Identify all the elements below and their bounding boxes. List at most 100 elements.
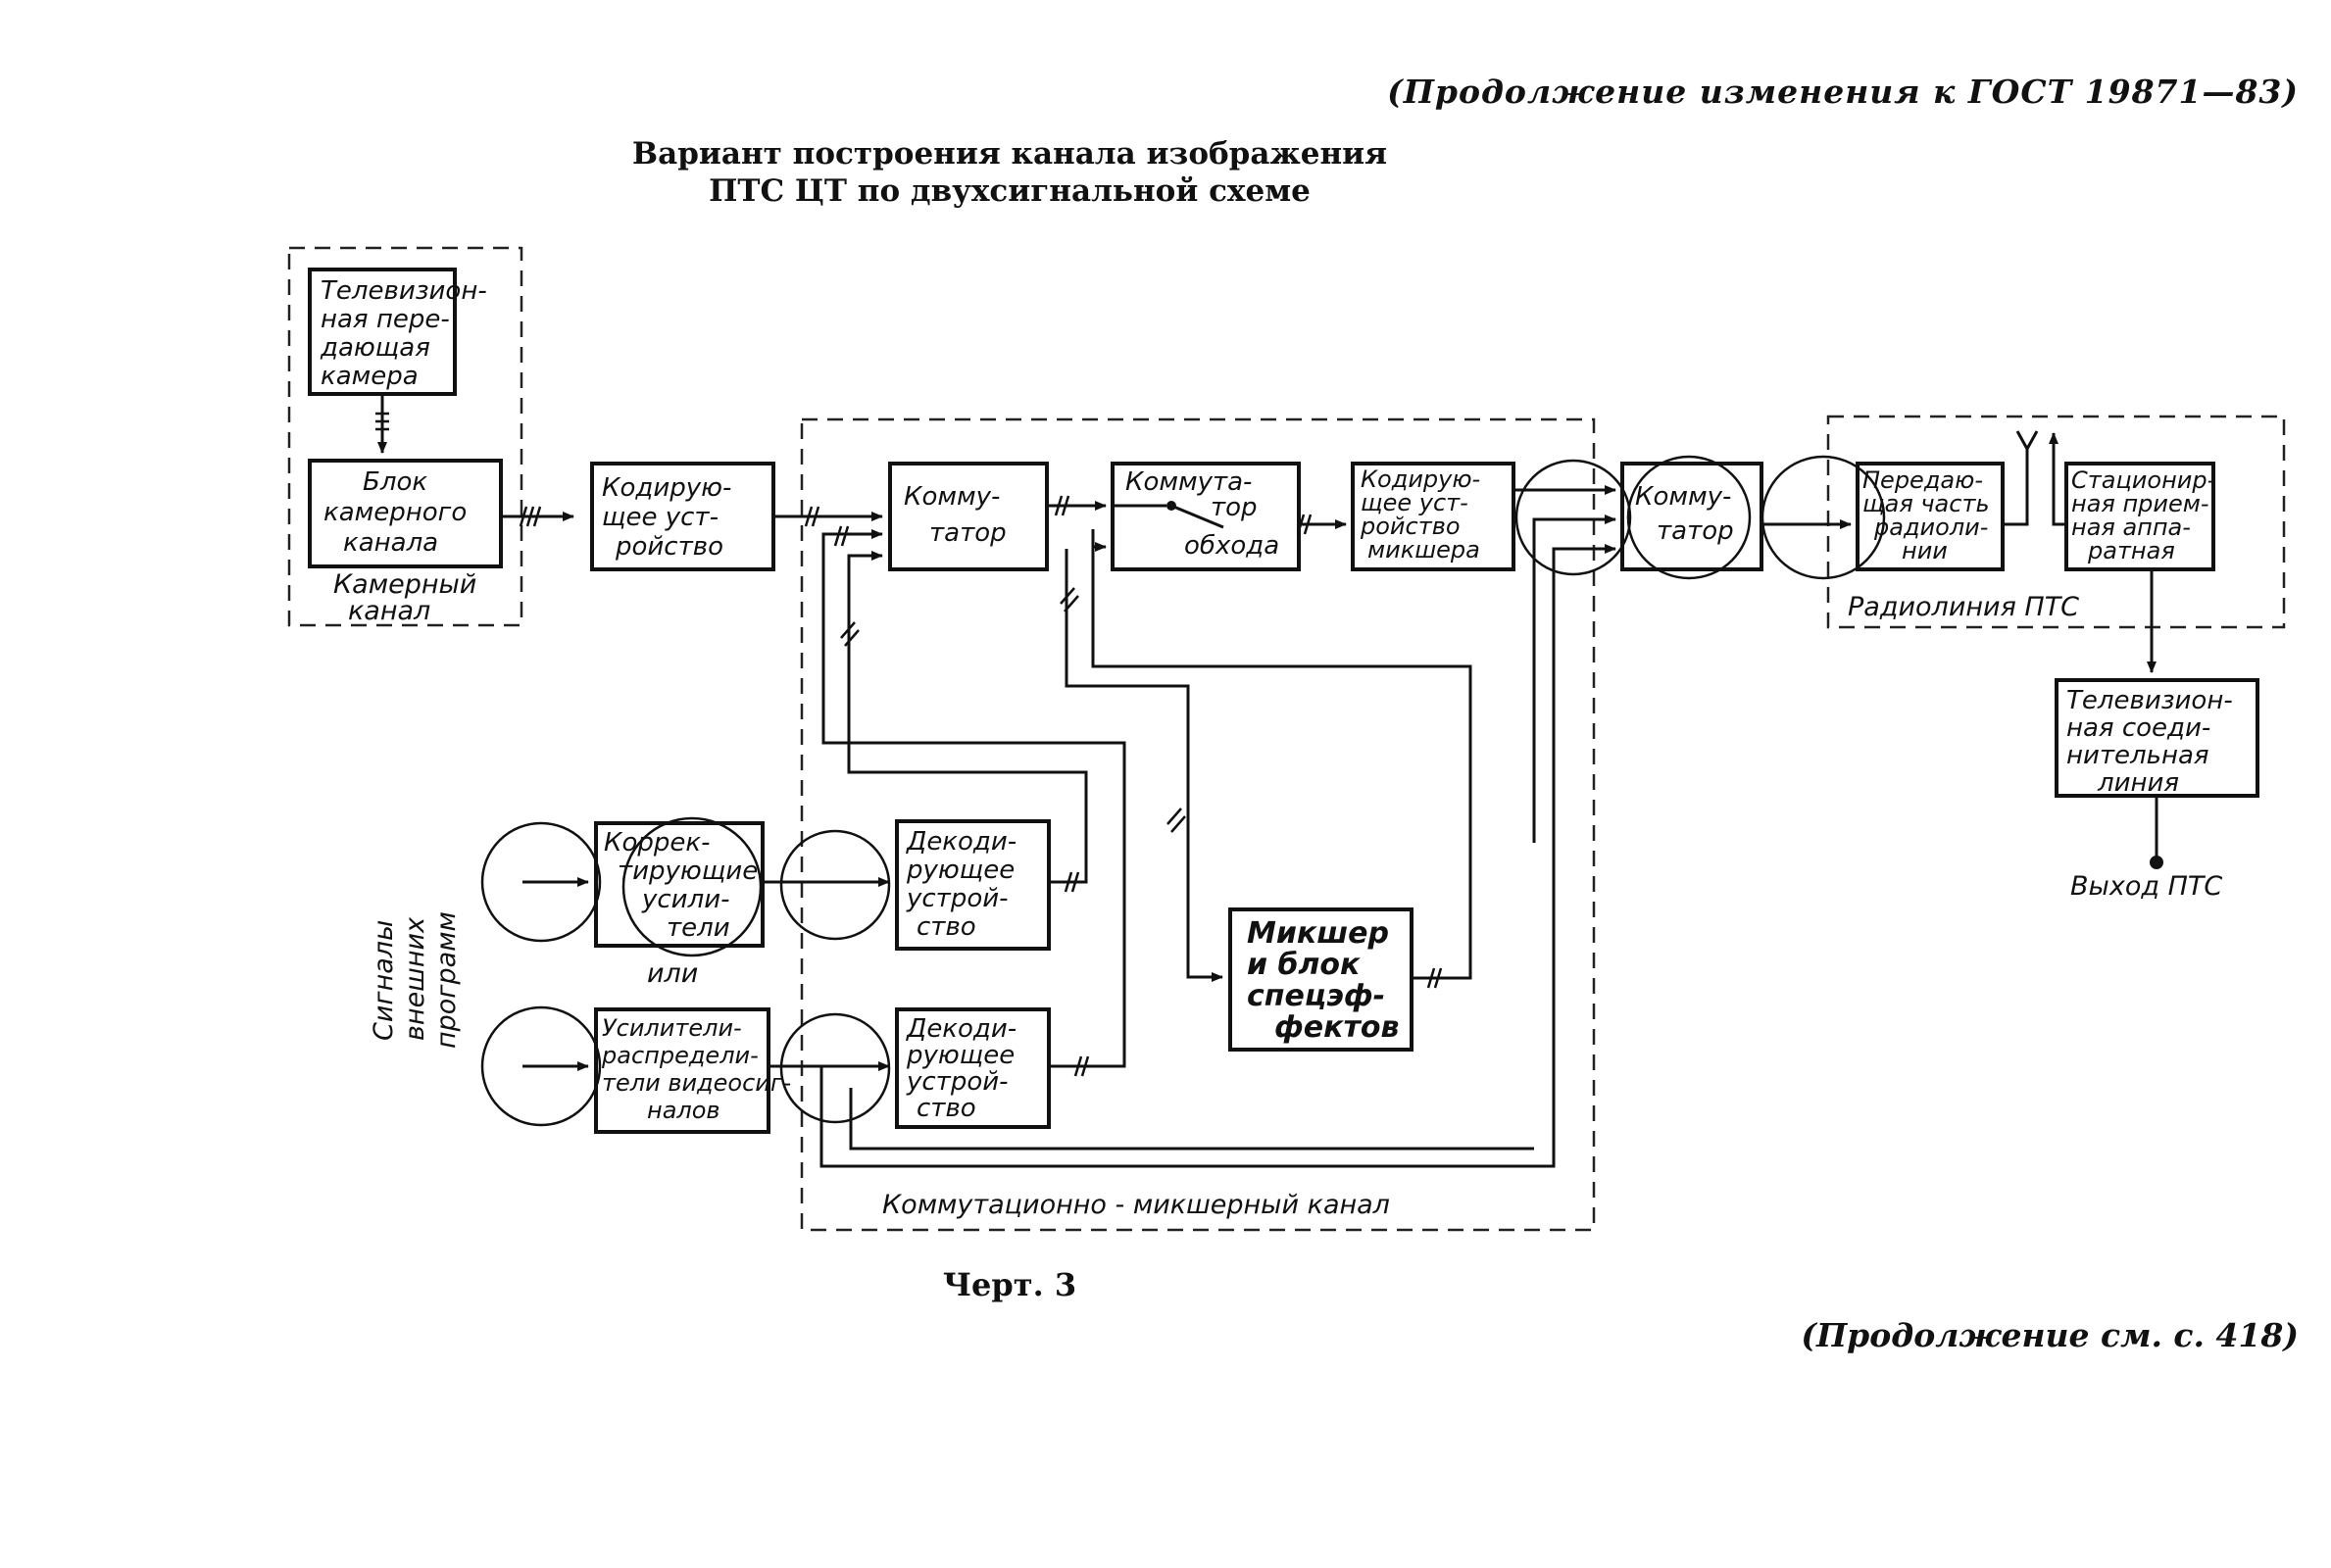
- mixer-line-4: фектов: [1274, 1010, 1399, 1045]
- dist-amp-line-4: налов: [647, 1097, 720, 1124]
- ext-signals-label: Сигналы внешних программ: [369, 911, 462, 1049]
- ext-signals-label-1: Сигналы: [369, 920, 399, 1041]
- mixer-line-1: Микшер: [1247, 916, 1389, 951]
- tie-line-line-1: Телевизион-: [2066, 686, 2233, 715]
- receiver-block: Стационир- ная прием- ная аппа- ратная: [2064, 462, 2215, 571]
- decoder-2-to-switcher-line: [821, 529, 1126, 1068]
- switcher-block-line-1: Комму-: [904, 482, 1000, 512]
- tx-antenna: [2015, 430, 2039, 453]
- or-label: или: [647, 958, 698, 989]
- connector-circle-mixer-out: [1514, 459, 1632, 576]
- mixer-block: Микшер и блок спецэф- фектов: [1228, 907, 1413, 1052]
- bypass-block-line-2: тор: [1211, 493, 1258, 522]
- tx-to-antenna-line: [2003, 449, 2029, 526]
- ext-signals-label-2: внешних: [400, 916, 430, 1041]
- tie-line-block: Телевизион- ная соеди- нительная линия: [2055, 678, 2259, 798]
- line-count-marks: [375, 412, 1443, 1077]
- distribution-amplifiers-block: Усилители- распредели- тели видеосиг- на…: [594, 1007, 791, 1134]
- tie-line-line-3: нительная: [2066, 741, 2209, 770]
- ccu-block-line-1: Блок: [363, 467, 427, 497]
- receiver-line-4: ратная: [2087, 537, 2175, 564]
- connector-circle-switcher: [1626, 455, 1752, 580]
- diagram-title-line-1: Вариант построения канала изображения: [631, 136, 1388, 172]
- switcher-to-mixer-line: [1065, 549, 1223, 982]
- connector-circle-decoder-2: [779, 1012, 891, 1124]
- rx-antenna-line: [2049, 432, 2066, 526]
- page-footer: (Продолжение см. с. 418): [1801, 1316, 2299, 1354]
- encoder-block-line-2: щее уст-: [602, 503, 719, 532]
- decoder-1-line-1: Декоди-: [906, 827, 1017, 857]
- ext-signal-circle-1: [480, 821, 602, 943]
- switcher-block-line-2: татор: [929, 518, 1007, 548]
- tie-line-line-2: ная соеди-: [2066, 713, 2210, 743]
- encoder-block-line-1: Кодирую-: [602, 473, 731, 503]
- mixer-encoder-line-2: щее уст-: [1361, 489, 1468, 516]
- decoder-2-line-2: рующее: [906, 1041, 1015, 1070]
- decoder-1-line-2: рующее: [906, 856, 1015, 885]
- page-header: (Продолжение изменения к ГОСТ 19871—83): [1387, 73, 2299, 111]
- camera-block-line-4: камера: [321, 362, 419, 391]
- camera-block-line-3: дающая: [320, 333, 430, 363]
- camera-channel-label-1: Камерный: [333, 569, 476, 600]
- receiver-line-3: ная аппа-: [2071, 514, 2191, 541]
- ext-signals-label-3: программ: [431, 911, 462, 1049]
- bypass-block-line-3: обхода: [1184, 531, 1279, 561]
- receiver-line-1: Стационир-: [2071, 466, 2215, 494]
- ccu-block-line-3: канала: [343, 528, 438, 558]
- ccu-block: Блок камерного канала: [308, 459, 503, 568]
- corr-amp-line-2: тирующие: [618, 857, 758, 886]
- decoder-2-line-1: Декоди-: [906, 1014, 1017, 1044]
- decoder-1-line-3: устрой-: [906, 884, 1009, 913]
- output-terminal: [2150, 856, 2163, 869]
- decoder-1-to-switcher-line: [847, 551, 1088, 884]
- mixer-to-bypass-line: [1091, 542, 1472, 980]
- output-switcher-block: Комму- татор: [1620, 462, 1763, 571]
- radio-link-frame: [1826, 415, 2286, 629]
- connector-circle-tx: [1761, 455, 1886, 580]
- dist-amp-line-1: Усилители-: [602, 1014, 742, 1042]
- diagram-title-line-2: ПТС ЦТ по двухсигнальной схеме: [709, 173, 1311, 209]
- corr-amp-line-1: Коррек-: [604, 828, 710, 858]
- output-switcher-line-1: Комму-: [1635, 482, 1731, 512]
- radio-link-label: Радиолиния ПТС: [1848, 592, 2079, 622]
- receiver-line-2: ная прием-: [2071, 490, 2209, 517]
- dist-signal-to-output-switcher-1: [819, 544, 1616, 1168]
- corr-amp-line-4: тели: [667, 913, 730, 943]
- corr-amp-line-3: усили-: [641, 885, 729, 914]
- decoder-1-line-4: ство: [917, 912, 976, 942]
- encoder-block: Кодирую- щее уст- ройство: [590, 462, 775, 571]
- decoder-block-2: Декоди- рующее устрой- ство: [895, 1007, 1051, 1129]
- correcting-amplifiers-block: Коррек- тирующие усили- тели: [594, 821, 765, 948]
- mixer-encoder-line-3: ройство: [1360, 513, 1461, 540]
- decoder-block-1: Декоди- рующее устрой- ство: [895, 819, 1051, 951]
- dist-amp-line-3: тели видеосиг-: [602, 1069, 791, 1097]
- camera-block-line-2: ная пере-: [321, 305, 450, 334]
- connector-circle-corr-amp: [621, 816, 763, 957]
- mixer-encoder-line-4: микшера: [1367, 536, 1480, 564]
- tie-line-line-4: линия: [2097, 768, 2179, 798]
- mixer-encoder-line-1: Кодирую-: [1361, 466, 1480, 493]
- camera-block: Телевизион- ная пере- дающая камера: [308, 268, 487, 396]
- figure-caption: Черт. 3: [942, 1266, 1077, 1303]
- switching-mixing-channel-frame: [800, 417, 1596, 1232]
- connector-circle-decoder-1: [779, 829, 891, 941]
- transmitter-line-1: Передаю-: [1862, 466, 1983, 494]
- transmitter-line-3: радиоли-: [1873, 514, 1988, 541]
- mixer-line-2: и блок: [1247, 948, 1361, 982]
- bypass-block-line-1: Коммута-: [1125, 467, 1252, 497]
- mixer-feed-to-output-switcher: [1532, 514, 1616, 843]
- mixer-line-3: спецэф-: [1247, 979, 1385, 1013]
- mixer-encoder-block: Кодирую- щее уст- ройство микшера: [1351, 462, 1515, 571]
- decoder-2-line-3: устрой-: [906, 1067, 1009, 1097]
- switch-lever: [1113, 504, 1224, 529]
- ccu-block-line-2: камерного: [323, 498, 467, 527]
- camera-channel-label-2: канал: [348, 596, 430, 626]
- decoder-2-line-4: ство: [917, 1094, 976, 1123]
- signal-lines: [377, 394, 2163, 1168]
- output-switcher-line-2: татор: [1657, 516, 1734, 546]
- switching-mixing-channel-label: Коммутационно - микшерный канал: [882, 1190, 1390, 1220]
- camera-channel-frame: [287, 246, 523, 627]
- bypass-switcher-block: Коммута- тор обхода: [1111, 462, 1301, 571]
- switcher-block: Комму- татор: [888, 462, 1049, 571]
